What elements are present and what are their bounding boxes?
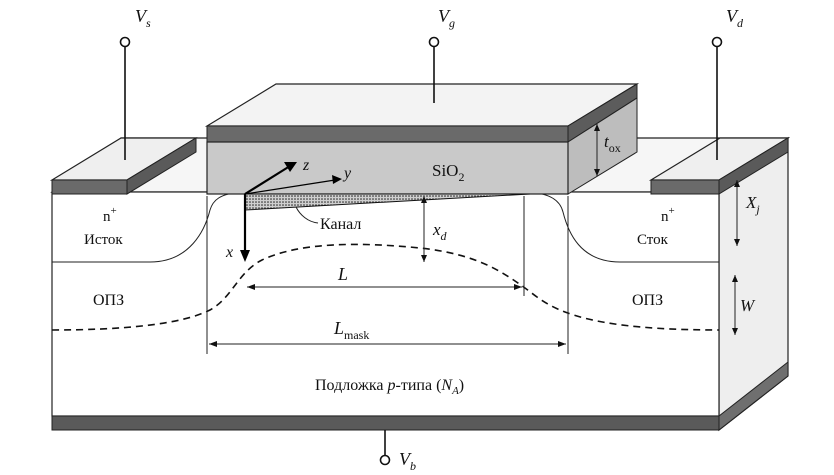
gate-stack	[204, 83, 640, 195]
body-contact-plate	[51, 360, 789, 431]
gate-terminal-icon	[428, 36, 440, 48]
gate-voltage-label: Vg	[438, 6, 455, 30]
source-contact	[49, 137, 199, 195]
depletion-boundary	[51, 243, 720, 331]
drain-contact	[648, 137, 791, 195]
oxide-label: SiO2	[432, 161, 464, 184]
oxide-thickness-label: tox	[604, 132, 621, 155]
source-terminal-icon	[119, 36, 131, 48]
dimension-lines	[206, 124, 740, 354]
z-axis-label: z	[302, 157, 310, 174]
source-region-label: Исток	[84, 232, 123, 248]
source-doping-label: n+	[103, 205, 117, 225]
channel-label: Канал	[320, 216, 361, 233]
depletion-width-label: W	[740, 296, 756, 315]
drain-voltage-label: Vd	[726, 6, 744, 30]
drain-junction	[529, 191, 719, 263]
body-terminal-icon	[379, 454, 391, 466]
depletion-depth-label: xd	[432, 220, 448, 243]
drain-region-label: Сток	[637, 232, 669, 248]
drain-doping-label: n+	[661, 205, 675, 225]
terminal-wires	[119, 36, 723, 466]
y-axis-label: y	[342, 165, 352, 182]
source-voltage-label: Vs	[135, 6, 151, 30]
body-voltage-label: Vb	[399, 449, 416, 473]
depletion-left-label: ОПЗ	[93, 292, 124, 309]
mask-length-label: Lmask	[333, 318, 369, 342]
drain-terminal-icon	[711, 36, 723, 48]
coordinate-axes	[240, 162, 342, 262]
x-axis-label: x	[225, 244, 233, 261]
depletion-right-label: ОПЗ	[632, 292, 663, 309]
source-junction	[52, 191, 241, 263]
substrate-label: Подложка p-типа (NA)	[315, 377, 464, 397]
junction-depth-label: Xj	[745, 193, 760, 216]
channel-length-label: L	[337, 264, 348, 284]
